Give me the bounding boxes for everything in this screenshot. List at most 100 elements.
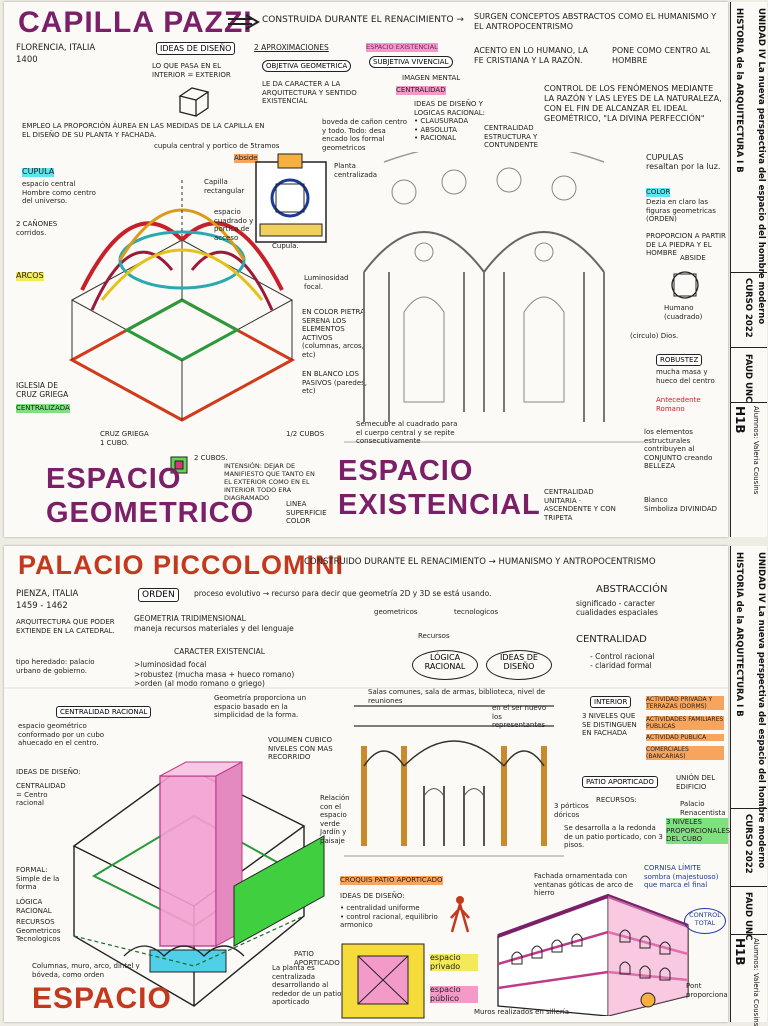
ser-nuevo-text: en el ser nuevo los representantes — [492, 704, 547, 729]
tipo-heredado-text: tipo heredado: palacio urbano de gobiern… — [16, 658, 95, 675]
abstraccion-text: ABSTRACCIÓN — [596, 584, 668, 595]
humano-square-icon — [671, 271, 699, 299]
centralidad-estructura-text: CENTRALIDAD ESTRUCTURA Y CONTUNDENTE — [484, 124, 539, 149]
salas-text: Salas comunes, sala de armas, biblioteca… — [368, 688, 546, 705]
blanco-text: Blanco Simboliza DIVINIDAD — [644, 496, 718, 513]
actividad-privada-tag: ACTIVIDAD PRIVADA Y TERRAZAS (DORMS) — [646, 696, 724, 710]
palacio-renacentista-text: Palacio Renacentista — [680, 800, 726, 817]
pont-text: Pont proporciona — [686, 982, 728, 999]
planta-centralizada-text: La planta es centralizada desarrollando … — [272, 964, 342, 1006]
boveda-text: boveda de cañon centro y todo. Todo: des… — [322, 118, 407, 152]
sidebar-historia-text: HISTORIA de la ARQUITECTURA I B — [734, 8, 744, 173]
mucha-masa-text: mucha masa y hueco del centro — [656, 368, 715, 385]
geometricos-text: geometricos — [374, 608, 418, 616]
niveles-text: 3 NIVELES QUE SE DISTINGUEN EN FACHADA — [582, 712, 637, 737]
person-figure-icon — [450, 896, 470, 933]
tecnologicos-text: tecnologicos — [454, 608, 499, 616]
fachada-drawing — [497, 893, 689, 1016]
formal-left-text: FORMAL: Simple de la forma — [16, 866, 60, 891]
croquis-tag: CROQUIS PATIO APORTICADO — [340, 876, 443, 885]
sidebar-faud-text: FAUD UNC — [743, 354, 753, 403]
cupula-text: espacio central Hombre como centro del u… — [22, 180, 96, 205]
subjetiva-box: SUBJETIVA VIVENCIAL — [369, 56, 453, 68]
cube-color-icon — [170, 456, 188, 474]
objetiva-box: OBJETIVA GEOMETRICA — [262, 60, 352, 72]
cupula-isometric-drawing — [68, 180, 296, 422]
patio-aporticado-box: PATIO APORTICADO — [582, 776, 658, 788]
geometria-prop-text: Geometría proporciona un espacio basado … — [214, 694, 307, 719]
caracter-text: LE DA CARACTER A LA ARQUITECTURA Y SENTI… — [262, 80, 357, 105]
union-edificio-text: UNIÓN DEL EDIFICIO — [676, 774, 716, 791]
se-desarrolla-text: Se desarrolla a la redonda de un patio p… — [564, 824, 663, 849]
sidebar-alumnos-text-2: Alumnos: Valeria Cousins — [752, 938, 760, 1026]
pone-centro-text: PONE COMO CENTRO AL HOMBRE — [612, 46, 711, 65]
sidebar-historia-text-2: HISTORIA de la ARQUITECTURA I B — [734, 552, 744, 717]
sidebar-unidad-text-2: UNIDAD IV La nueva perspectiva del espac… — [756, 552, 766, 869]
espacio-heading-2: ESPACIO — [32, 982, 172, 1015]
ideas-patio-text: IDEAS DE DISEÑO: — [340, 892, 405, 900]
porticos-text: 3 pórticos dóricos — [554, 802, 589, 819]
ideas-diseno-oval: IDEAS DE DISEÑO — [486, 650, 552, 680]
volumen-text: VOLUMEN CUBICO NIVELES CON MAS RECORRIDO — [268, 736, 333, 761]
arquitectura-text: ARQUITECTURA QUE PODER EXTIENDE EN LA CA… — [16, 618, 115, 635]
sidebar-h1b-text-2: H1B — [733, 938, 747, 966]
actividad-familiar-tag: ACTIVIDADES FAMILIARES PUBLICAS — [646, 716, 724, 730]
intension-text: INTENSIÓN: DEJAR DE MANIFIESTO QUE TANTO… — [224, 462, 315, 502]
espacio-privado-tag: espacio privado — [430, 953, 478, 971]
palacio-isometric-drawing — [72, 761, 325, 1007]
luminosidad-text: Luminosidad focal. — [304, 274, 349, 291]
centralidad-text-2: CENTRALIDAD — [576, 634, 647, 645]
orden-box: ORDEN — [138, 588, 179, 602]
centralidad-sub-text: - Control racional - claridad formal — [590, 652, 655, 670]
sidebar-h1b-text: H1B — [733, 406, 747, 434]
color-text: Dezia en claro las figuras geometricas (… — [646, 198, 716, 223]
sidebar-unidad-text: UNIDAD IV La nueva perspectiva del espac… — [756, 8, 766, 325]
semicubo-text: Semecubre al cuadrado para el cuerpo cen… — [356, 420, 458, 445]
geometria-text: GEOMETRIA TRIDIMENSIONAL maneja recursos… — [134, 614, 294, 633]
logica-left-text: LÓGICA RACIONAL — [16, 898, 52, 915]
patio-label: PATIO APORTICADO — [294, 950, 340, 967]
espacio-cuadrado-text: espacio cuadrado y portico de acceso — [214, 208, 254, 242]
sidebar-alumnos-text: Alumnos: Valeria Cousins — [752, 406, 760, 495]
location-text: FLORENCIA, ITALIA 1400 — [16, 43, 96, 65]
espacio-geometrico-heading: ESPACIO GEOMETRICO — [46, 463, 255, 529]
enblanco-text: EN BLANCO LOS PASIVOS (paredes, etc) — [302, 370, 368, 395]
cupula-tag: CUPULA — [22, 167, 55, 177]
ideas-diseno-box: IDEAS DE DISEÑO — [156, 42, 236, 55]
control-total-oval: CONTROL TOTAL — [684, 908, 726, 934]
dos-cubos-text: 2 CUBOS. — [194, 454, 228, 462]
espacio-existencial-tag: ESPACIO EXISTENCIAL — [366, 43, 438, 52]
recursos-right-text: RECURSOS: — [596, 796, 637, 804]
patio-plan-drawing — [341, 943, 425, 1019]
robustez-box: ROBUSTEZ — [656, 354, 703, 366]
centralidad-left-text: CENTRALIDAD = Centro racional — [16, 782, 66, 807]
sidebar-page1: HISTORIA de la ARQUITECTURA I B UNIDAD I… — [730, 2, 767, 537]
proporcion-side-text: PROPORCION A PARTIR DE LA PIEDRA Y EL HO… — [646, 232, 726, 257]
centralidad-tag: CENTRALIDAD — [396, 86, 446, 95]
espacio-geometrico-note: espacio geométrico conformado por un cub… — [18, 722, 105, 747]
planta-drawing — [255, 153, 327, 243]
columnas-text: Columnas, muro, arco, dintel y bóveda, c… — [32, 962, 140, 979]
recursos-text: Recursos — [418, 632, 450, 640]
arrow-text-2: CONSTRUIDO DURANTE EL RENACIMIENTO → HUM… — [304, 557, 656, 567]
abstraccion-sub-text: significado - caracter cualidades espaci… — [576, 599, 658, 617]
abside-right-text: ABSIDE — [680, 254, 706, 262]
divider-line — [4, 687, 728, 689]
sidebar-curso-text: CURSO 2022 — [743, 278, 753, 338]
iglesia-text: IGLESIA DE CRUZ GRIEGA — [16, 381, 69, 399]
linea-color-text: LINEA SUPERFICIE COLOR — [286, 500, 327, 525]
canones-text: 2 CAÑONES corridos. — [16, 220, 58, 237]
location-text-2: PIENZA, ITALIA 1459 - 1462 — [16, 589, 79, 611]
niveles-cubo-tag: 3 NIVELES PROPORCIONALES DEL CUBO — [666, 818, 731, 844]
centralizada-tag: CENTRALIZADA — [16, 404, 70, 413]
interior-perspective-drawing — [344, 152, 644, 443]
imagen-mental-text: IMAGEN MENTAL — [402, 74, 461, 82]
proporcion-text: EMPLEO LA PROPORCIÓN ÁUREA EN LAS MEDIDA… — [22, 122, 265, 139]
arrow-text: CONSTRUIDA DURANTE EL RENACIMIENTO → — [262, 15, 464, 25]
control-text: CONTROL DE LOS FENÓMENOS MEDIANTE LA RAZ… — [544, 84, 722, 123]
page-title: CAPILLA PAZZI — [18, 6, 253, 39]
muros-text: Muros realizados en sillería — [474, 1008, 569, 1016]
concepts-text: SURGEN CONCEPTOS ABSTRACTOS COMO EL HUMA… — [474, 12, 717, 31]
circulo-text: (circulo) Dios. — [630, 332, 679, 340]
half-cubos-text: 1/2 CUBOS — [286, 430, 325, 438]
